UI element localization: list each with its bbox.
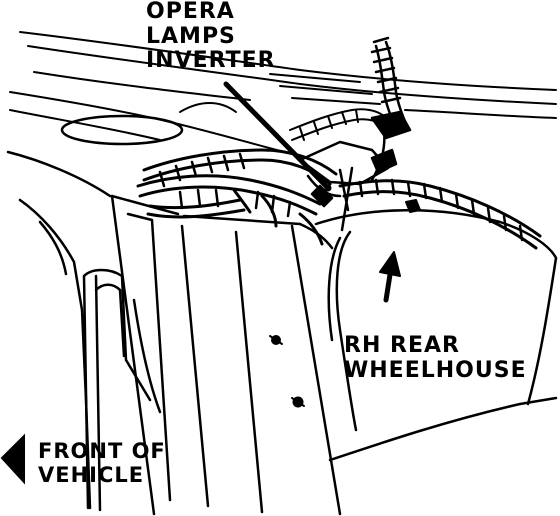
- front-of-vehicle-label: FRONT OF VEHICLE: [38, 439, 166, 487]
- flex-cable: [289, 108, 385, 141]
- callout-line: WHEELHOUSE: [344, 357, 527, 383]
- panel-oval: [60, 114, 184, 146]
- deck-lid-lines: [9, 31, 557, 157]
- callout-line: FRONT OF: [38, 439, 166, 463]
- inverter-module: [298, 110, 412, 232]
- arrow-left-icon: [0, 433, 25, 485]
- callout-line: OPERA: [146, 0, 235, 24]
- harness-wraps: [158, 152, 524, 242]
- wheelhouse-pointer-arrow: [379, 251, 401, 303]
- fastener-studs: [269, 335, 305, 408]
- inverter-leader-tip: [324, 184, 332, 192]
- callout-line: VEHICLE: [38, 462, 145, 487]
- wiring-pigtail: [370, 36, 408, 126]
- inner-quarter-panel: [6, 150, 162, 512]
- wiring-harness: [136, 148, 542, 250]
- opera-lamps-inverter-label: OPERA LAMPS INVERTER: [146, 0, 276, 74]
- callout-line: INVERTER: [146, 48, 276, 74]
- rh-rear-wheelhouse-label: RH REAR WHEELHOUSE: [344, 333, 527, 383]
- callout-line: LAMPS: [146, 23, 236, 49]
- trim-panel: [110, 194, 342, 516]
- inverter-leader-line: [223, 81, 329, 189]
- harness-clip: [405, 199, 421, 213]
- callout-line: RH REAR: [344, 333, 460, 358]
- wheelhouse-outline: [314, 209, 558, 462]
